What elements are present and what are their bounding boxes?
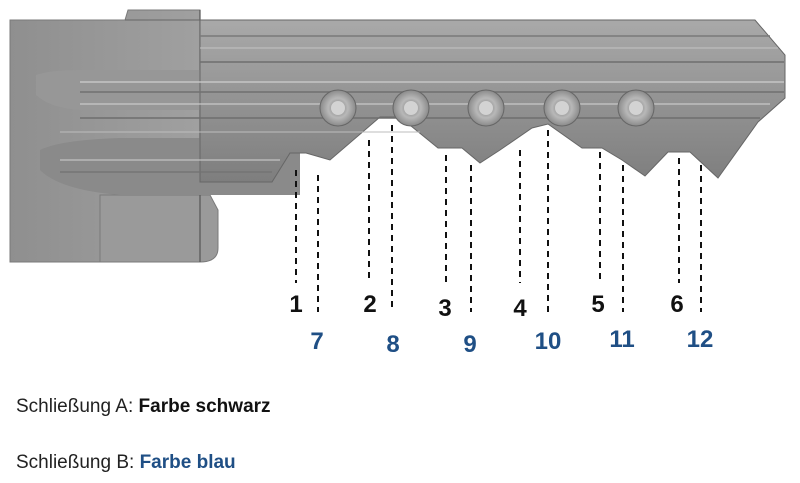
dimple: [543, 89, 581, 127]
legend-a-value: Farbe schwarz: [138, 396, 271, 417]
dimple: [392, 89, 430, 127]
position-label-b: 9: [463, 331, 476, 358]
positions-b: 7 8 9 10 11 12: [310, 326, 713, 358]
legend-closure-a: Schließung A: Farbe schwarz: [16, 396, 271, 418]
position-label-a: 1: [289, 291, 302, 318]
position-label-b: 8: [386, 331, 399, 358]
position-label-a: 4: [513, 295, 527, 322]
position-label-a: 3: [438, 295, 451, 322]
guide-lines: [295, 125, 702, 312]
position-label-a: 6: [670, 291, 683, 318]
legend-b-value: Farbe blau: [139, 452, 236, 473]
position-label-a: 2: [363, 291, 376, 318]
dimple: [617, 89, 655, 127]
position-label-b: 7: [310, 328, 323, 355]
positions-a: 1 2 3 4 5 6: [289, 291, 683, 322]
key-cut-diagram: 1 2 3 4 5 6 7 8 9 10 11 12: [9, 9, 786, 358]
position-label-a: 5: [591, 291, 604, 318]
legend-a-label: Schließung A:: [16, 396, 139, 417]
position-label-b: 10: [535, 328, 562, 355]
position-label-b: 11: [609, 326, 634, 353]
legend-closure-b: Schließung B: Farbe blau: [16, 452, 236, 474]
dimple: [319, 89, 357, 127]
legend-b-label: Schließung B:: [16, 452, 140, 473]
key-blade: [60, 19, 786, 183]
position-label-b: 12: [687, 326, 714, 353]
dimple: [467, 89, 505, 127]
